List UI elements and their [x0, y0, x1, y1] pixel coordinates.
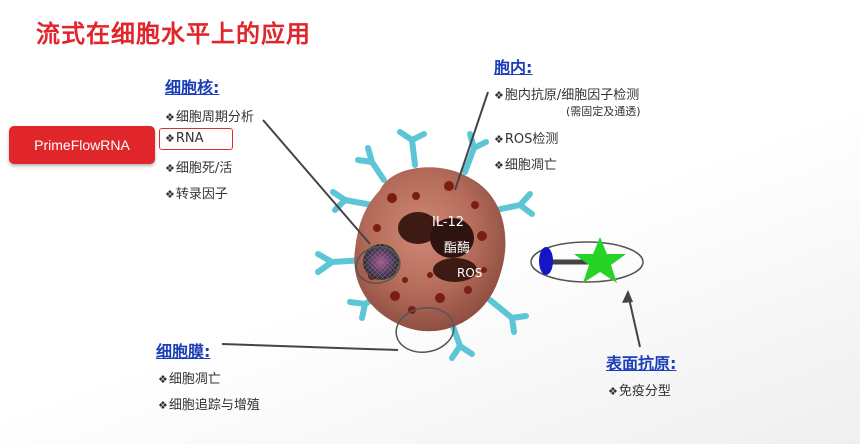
granule-icon: [390, 291, 400, 301]
fixation-note: (需固定及通透): [566, 105, 641, 118]
granule-icon: [481, 267, 487, 273]
granule-icon: [477, 231, 487, 241]
item-label: 胞内抗原/细胞因子检测: [504, 88, 640, 103]
receptor-icon: [397, 129, 427, 168]
granule-icon: [387, 193, 397, 203]
item-label: 转录因子: [175, 187, 228, 202]
item-label: 细胞周期分析: [175, 110, 254, 125]
ros-label: ROS: [457, 266, 482, 280]
bullet-icon: ❖: [608, 385, 618, 398]
bullet-icon: ❖: [158, 399, 168, 412]
membrane-highlight-oval: [395, 307, 455, 353]
bullet-icon: ❖: [165, 111, 175, 124]
item-label: 细胞追踪与增殖: [168, 398, 260, 413]
granule-icon: [471, 201, 479, 209]
organelle-icon: [398, 212, 438, 244]
intracellular-pointer-line: [454, 91, 489, 191]
intracellular-heading: 胞内:: [494, 58, 533, 77]
membrane-item-apoptosis: ❖细胞凋亡: [158, 368, 221, 387]
granule-icon: [435, 293, 445, 303]
surface-heading: 表面抗原:: [606, 354, 677, 373]
item-label: 细胞凋亡: [504, 158, 557, 173]
granule-icon: [427, 272, 433, 278]
primeflow-rna-button[interactable]: PrimeFlowRNA: [9, 126, 155, 164]
antibody-icon: [539, 247, 553, 275]
granule-icon: [464, 286, 472, 294]
receptor-icon: [487, 297, 529, 335]
il12-label: IL-12: [432, 215, 464, 230]
nucleus-item-live-dead: ❖细胞死/活: [165, 157, 232, 176]
surface-highlight-oval: [530, 241, 644, 283]
surface-item-immunophenotyping: ❖免疫分型: [608, 380, 671, 399]
intracellular-item-antigen: ❖胞内抗原/细胞因子检测: [494, 84, 639, 103]
intracellular-item-ros: ❖ROS检测: [494, 128, 558, 147]
bullet-icon: ❖: [165, 132, 175, 145]
arrow-head-icon: [622, 290, 633, 303]
receptor-icon: [355, 145, 387, 183]
bullet-icon: ❖: [165, 162, 175, 175]
bullet-icon: ❖: [494, 89, 504, 102]
nucleus-item-cell-cycle: ❖细胞周期分析: [165, 106, 254, 125]
item-label: 细胞死/活: [175, 161, 233, 176]
fluorochrome-star-icon: [574, 237, 626, 283]
bullet-icon: ❖: [494, 159, 504, 172]
nucleus-heading: 细胞核:: [165, 78, 220, 97]
nucleus-highlight-oval: [355, 246, 401, 284]
granule-icon: [402, 277, 408, 283]
item-label: 免疫分型: [618, 384, 671, 399]
membrane-pointer-line: [221, 343, 399, 351]
bullet-icon: ❖: [158, 373, 168, 386]
nucleus-pointer-line: [262, 119, 371, 245]
enzyme-label: 酯酶: [444, 240, 470, 256]
item-label: 细胞凋亡: [168, 372, 221, 387]
organelle-icon: [433, 258, 477, 282]
membrane-heading: 细胞膜:: [156, 342, 211, 361]
page-title: 流式在细胞水平上的应用: [36, 20, 311, 48]
membrane-item-tracking: ❖细胞追踪与增殖: [158, 394, 260, 413]
granule-icon: [373, 224, 381, 232]
item-label: ROS检测: [504, 132, 559, 147]
item-label: RNA: [175, 131, 204, 146]
rna-highlight-box: [159, 128, 233, 150]
nucleus-item-transcription: ❖转录因子: [165, 183, 228, 202]
bullet-icon: ❖: [494, 133, 504, 146]
granule-icon: [412, 192, 420, 200]
granule-icon: [444, 181, 454, 191]
surface-pointer-line: [627, 293, 641, 348]
intracellular-item-apoptosis: ❖细胞凋亡: [494, 154, 557, 173]
receptor-icon: [493, 191, 535, 217]
nucleus-item-rna: ❖RNA: [165, 131, 204, 146]
receptor-icon: [330, 189, 375, 213]
organelle-icon: [430, 218, 474, 258]
bullet-icon: ❖: [165, 188, 175, 201]
